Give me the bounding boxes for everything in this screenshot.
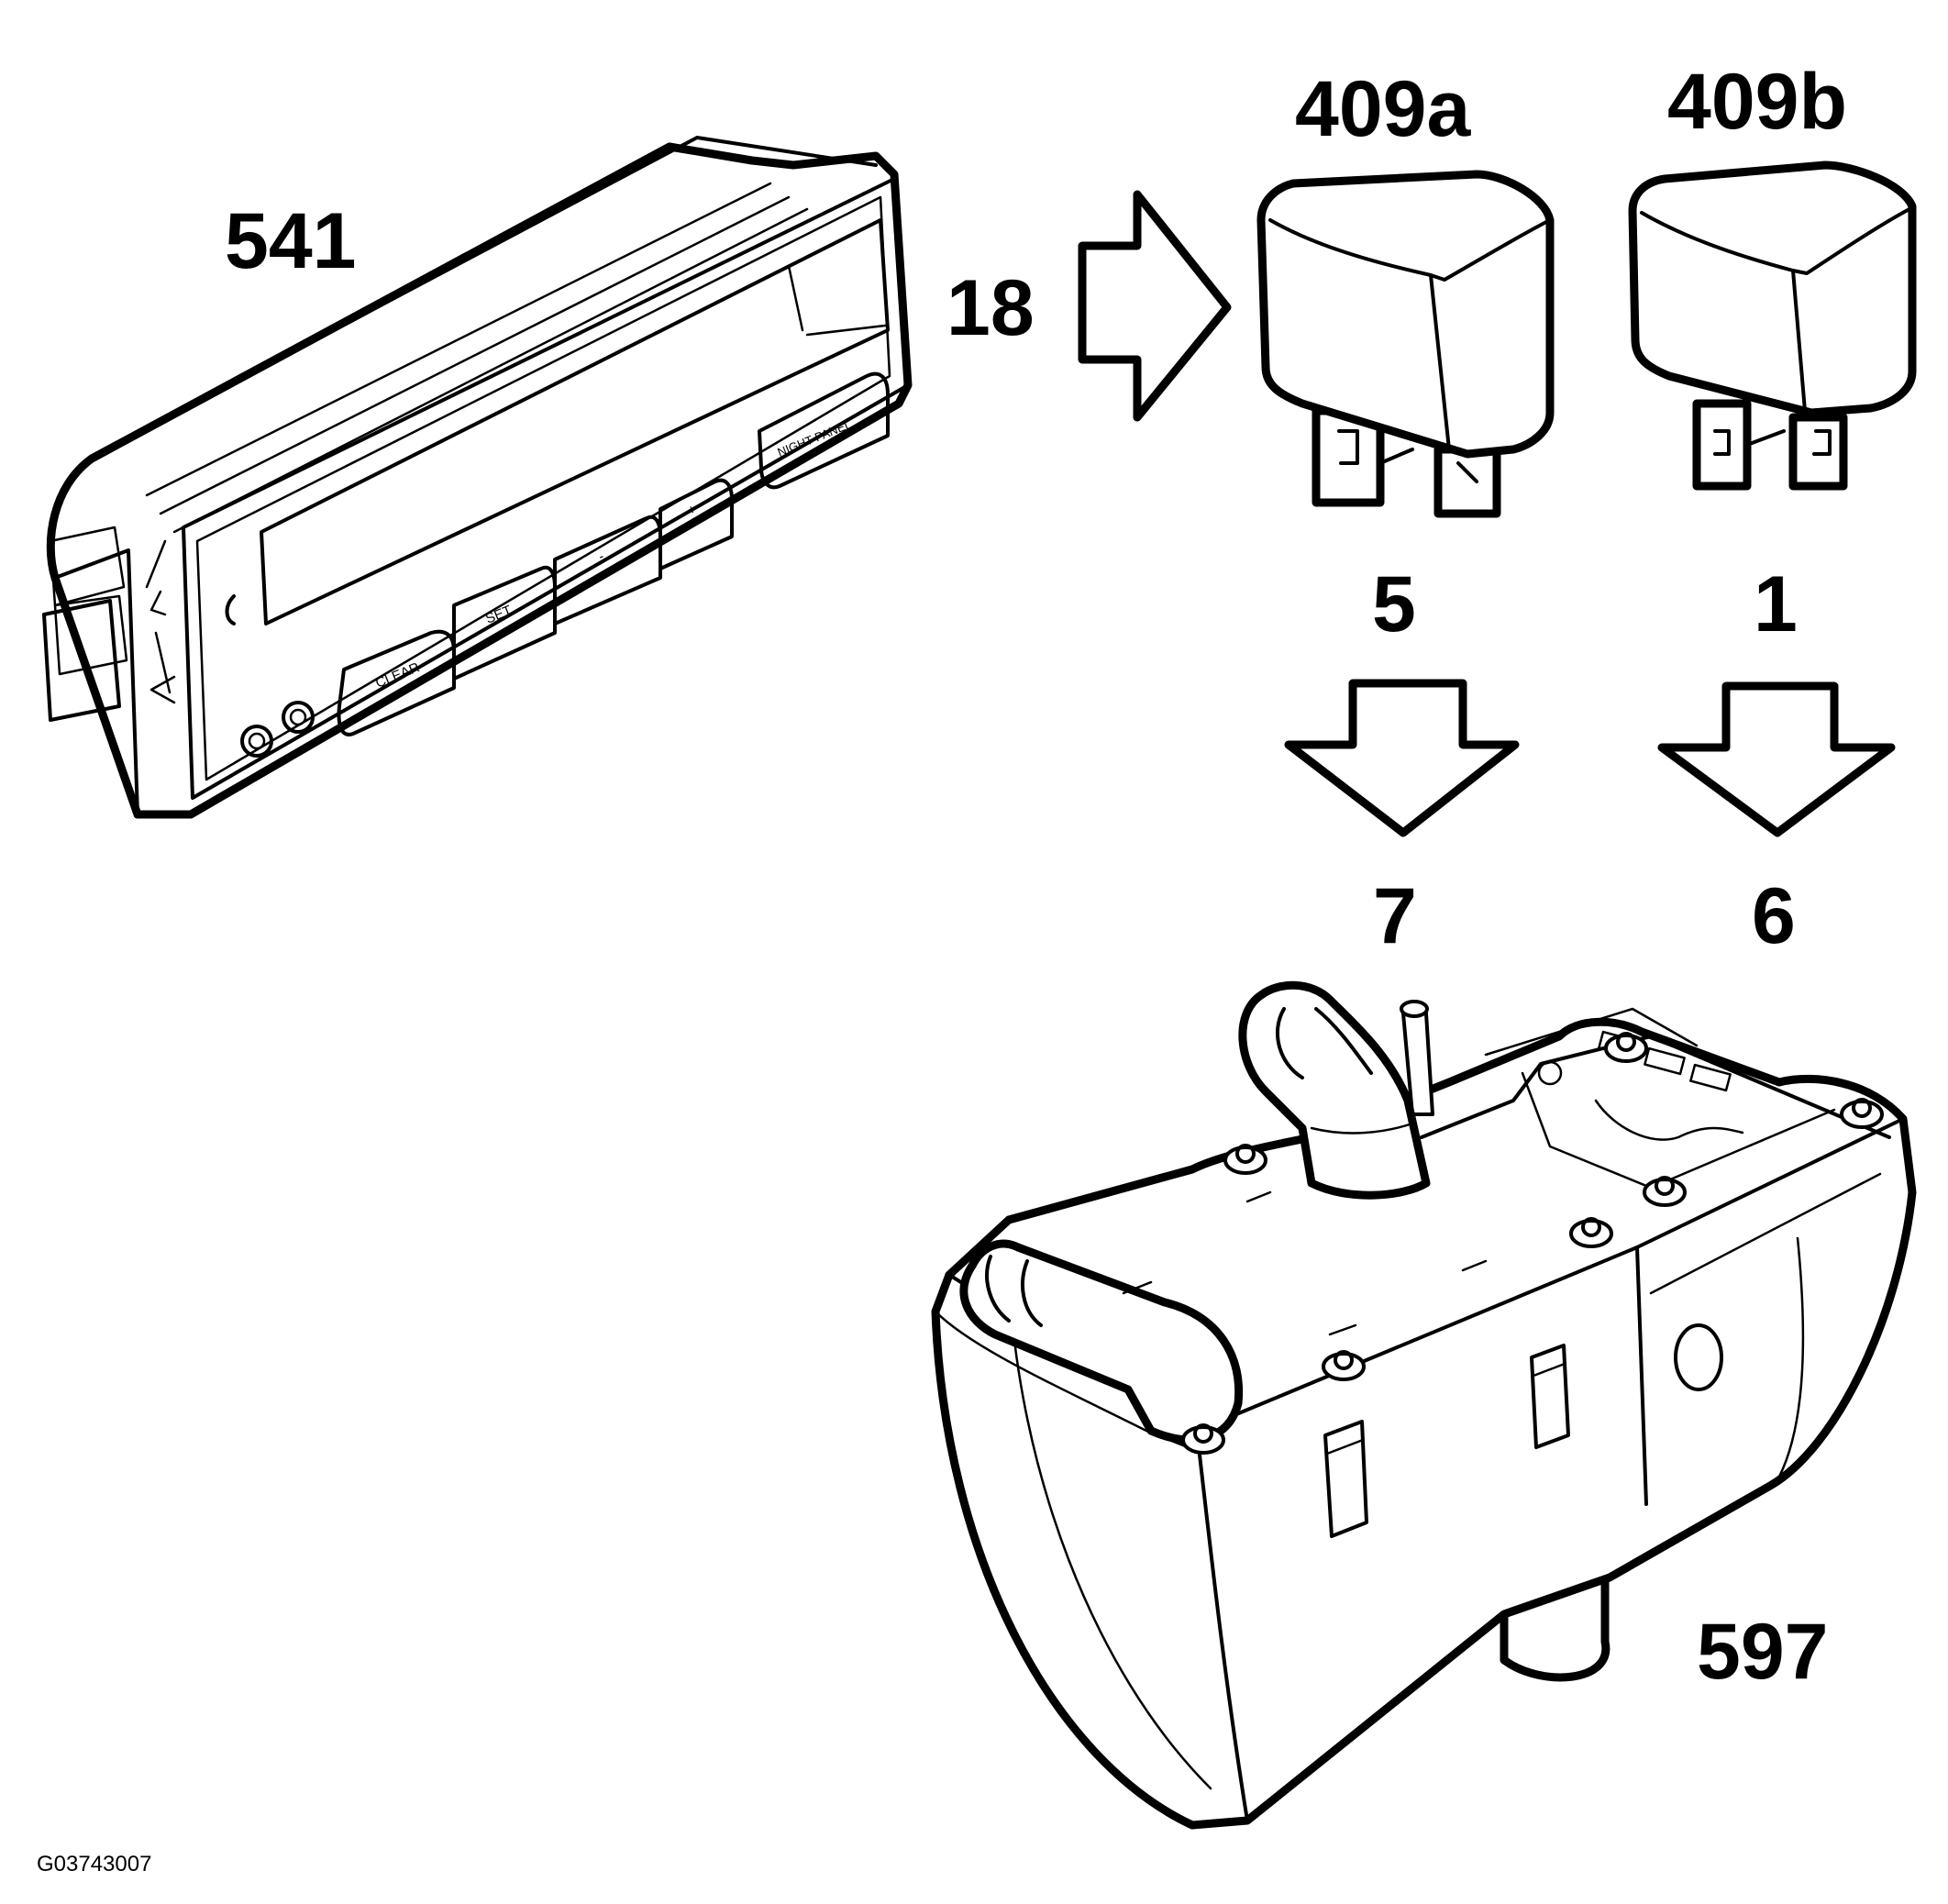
bolt xyxy=(1840,1098,1884,1129)
minus-button-label: - xyxy=(596,548,606,565)
label-18: 18 xyxy=(946,264,1035,352)
arrow-right-18 xyxy=(1078,190,1232,422)
label-pin-6: 6 xyxy=(1752,872,1796,960)
control-panel-541: CLEAR SET - + NIGHT PANEL xyxy=(42,136,913,819)
heater-597 xyxy=(931,980,1917,1830)
bolt xyxy=(1643,1176,1687,1207)
label-409a: 409a xyxy=(1295,65,1471,153)
bolt xyxy=(1181,1423,1225,1455)
relay-409b xyxy=(1628,161,1917,491)
bolt xyxy=(1322,1350,1366,1381)
label-409b: 409b xyxy=(1667,58,1847,146)
label-541: 541 xyxy=(225,197,357,285)
label-pin-1: 1 xyxy=(1754,560,1798,648)
figure-id: G03743007 xyxy=(37,1852,151,1876)
bolt xyxy=(1223,1144,1267,1175)
arrow-down-1-6 xyxy=(1657,681,1896,837)
label-597: 597 xyxy=(1697,1608,1829,1696)
bolt xyxy=(1569,1217,1613,1248)
label-pin-5: 5 xyxy=(1372,560,1416,648)
relay-409a xyxy=(1256,170,1555,518)
bolt xyxy=(1604,1032,1648,1063)
label-pin-7: 7 xyxy=(1373,872,1417,960)
arrow-down-5-7 xyxy=(1284,679,1520,837)
